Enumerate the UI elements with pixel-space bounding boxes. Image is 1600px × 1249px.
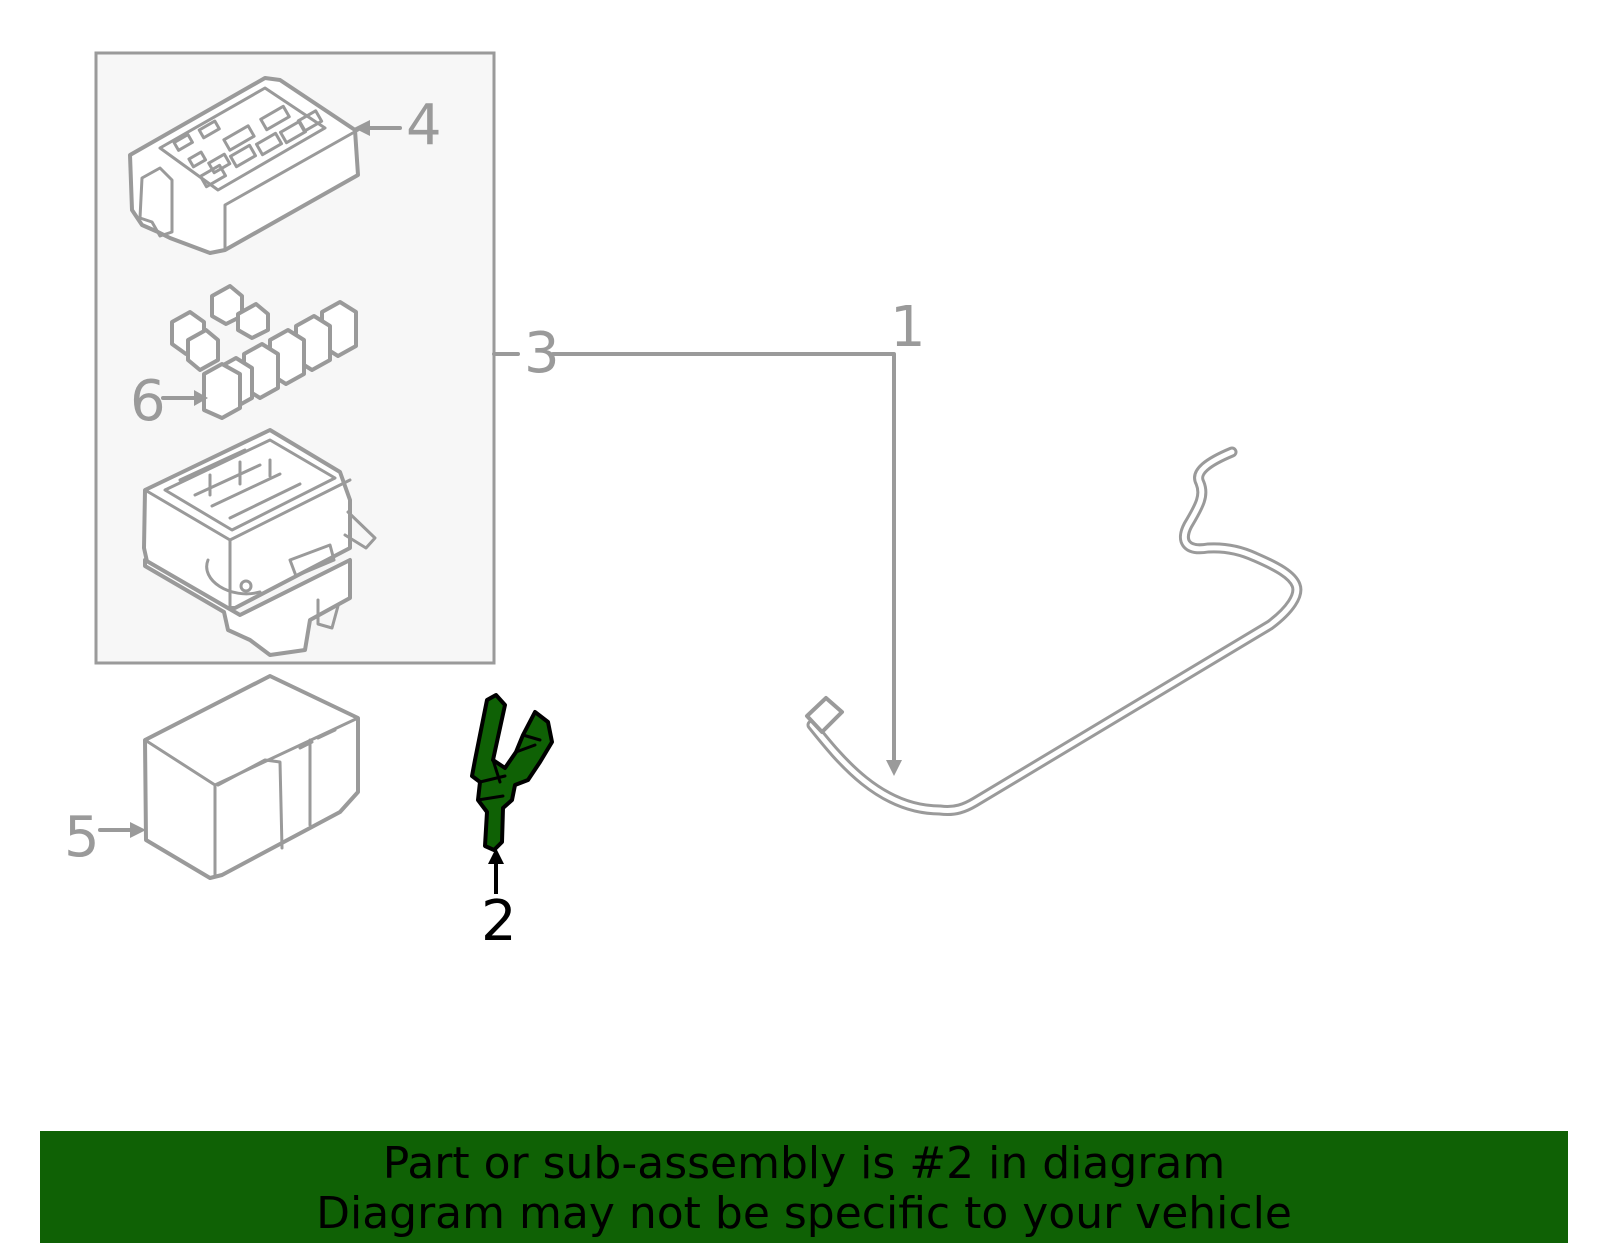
part-5-box[interactable] [143, 674, 360, 880]
banner-line-2: Diagram may not be specific to your vehi… [316, 1188, 1292, 1239]
callout-2: 2 [481, 889, 517, 954]
callout-1: 1 [890, 295, 926, 360]
part-4-cover[interactable] [128, 76, 360, 255]
part-6-relays[interactable] [170, 284, 358, 420]
callout-3: 3 [524, 321, 560, 386]
callout-6: 6 [130, 369, 166, 434]
leader-lines [98, 120, 902, 894]
callout-4: 4 [406, 93, 442, 158]
part-3-fuse-box-body[interactable] [142, 428, 377, 657]
part-1-wire-harness[interactable] [805, 446, 1303, 816]
part-2-bracket[interactable] [470, 693, 554, 852]
callout-5: 5 [64, 805, 100, 870]
banner-line-1: Part or sub-assembly is #2 in diagram [382, 1138, 1226, 1189]
info-banner: Part or sub-assembly is #2 in diagram Di… [40, 1131, 1568, 1243]
